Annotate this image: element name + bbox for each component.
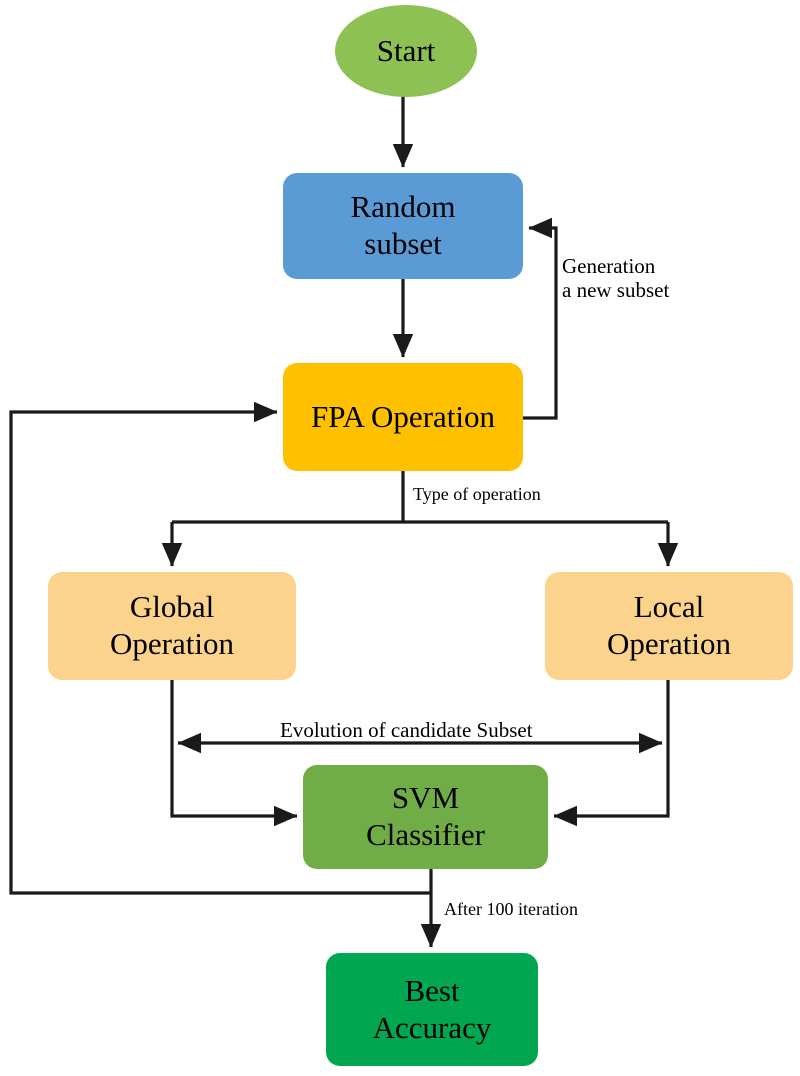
node-start[interactable]: Start	[335, 5, 477, 97]
node-global-operation-label: Global Operation	[110, 589, 234, 661]
node-random-subset-label: Random subset	[350, 189, 456, 261]
node-global-operation[interactable]: Global Operation	[48, 572, 296, 680]
edge-fpa-to-random-subset-loop	[523, 217, 558, 420]
node-fpa-operation-label: FPA Operation	[310, 398, 496, 434]
node-local-operation[interactable]: Local Operation	[545, 572, 793, 680]
node-svm-classifier[interactable]: SVM Classifier	[303, 765, 548, 869]
edge-label-generation: Generation a new subset	[562, 254, 670, 303]
edge-label-evolution: Evolution of candidate Subset	[280, 718, 533, 742]
node-best-accuracy[interactable]: Best Accuracy	[326, 953, 538, 1066]
edge-label-after-iteration: After 100 iteration	[444, 899, 578, 919]
edge-svm-to-fpa-feedback	[9, 401, 431, 895]
edge-label-type-of-operation: Type of operation	[413, 484, 541, 504]
node-start-label: Start	[376, 32, 436, 68]
edge-global-to-svm	[170, 680, 298, 827]
node-best-accuracy-label: Best Accuracy	[372, 972, 492, 1045]
edge-local-to-svm	[553, 680, 670, 827]
node-svm-classifier-label: SVM Classifier	[366, 780, 485, 852]
node-local-operation-label: Local Operation	[607, 589, 731, 661]
node-random-subset[interactable]: Random subset	[283, 173, 523, 279]
node-fpa-operation[interactable]: FPA Operation	[283, 363, 523, 471]
